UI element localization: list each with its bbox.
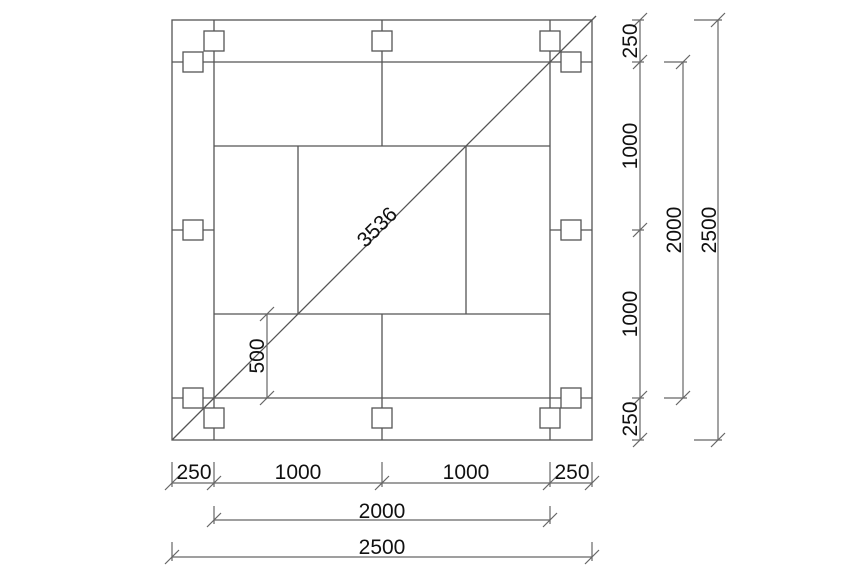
dimension-tick — [542, 512, 558, 528]
dimension-tick — [632, 432, 648, 448]
column-square — [182, 219, 204, 241]
column-square — [371, 30, 393, 52]
dimension-tick — [710, 12, 726, 28]
bottom-dim-label-4: 250 — [554, 461, 589, 484]
dimension-tick — [259, 390, 275, 406]
column-square — [539, 407, 561, 429]
column-square — [182, 51, 204, 73]
dimension-tick — [675, 54, 691, 70]
right-dim-label-4: 250 — [619, 401, 642, 436]
column-square — [560, 219, 582, 241]
bottom-dim-label-1: 250 — [176, 461, 211, 484]
plan-geometry — [171, 15, 597, 441]
right-dim-label-2: 1000 — [619, 123, 642, 170]
dimension-tick — [259, 306, 275, 322]
diagonal-line — [171, 15, 597, 441]
dimension-tick — [710, 432, 726, 448]
dimension-tick — [164, 549, 180, 565]
bottom-total-label: 2500 — [359, 536, 406, 559]
right-inner-total-label: 2000 — [663, 207, 686, 254]
column-square — [371, 407, 393, 429]
right-dim-label-3: 1000 — [619, 291, 642, 338]
dimension-lines — [164, 12, 726, 565]
column-square — [203, 30, 225, 52]
dimension-tick — [164, 475, 180, 491]
bottom-inner-total-label: 2000 — [359, 500, 406, 523]
dimension-tick — [632, 12, 648, 28]
inner-dimension-label-500: 500 — [246, 338, 269, 373]
column-square — [539, 30, 561, 52]
column-square — [203, 407, 225, 429]
dimension-tick — [542, 475, 558, 491]
dimension-tick — [675, 390, 691, 406]
dimension-tick — [632, 390, 648, 406]
bottom-dim-label-2: 1000 — [275, 461, 322, 484]
right-total-label: 2500 — [698, 207, 721, 254]
dimension-tick — [206, 512, 222, 528]
bottom-dim-label-3: 1000 — [443, 461, 490, 484]
right-dim-label-1: 250 — [619, 23, 642, 58]
dimension-tick — [584, 549, 600, 565]
dimension-tick — [584, 475, 600, 491]
dimension-tick — [632, 54, 648, 70]
diagonal-dimension-label: 3536 — [353, 203, 402, 252]
column-square — [560, 387, 582, 409]
dimension-tick — [632, 222, 648, 238]
column-square — [182, 387, 204, 409]
dimension-tick — [206, 475, 222, 491]
dimension-tick — [374, 475, 390, 491]
column-square — [560, 51, 582, 73]
